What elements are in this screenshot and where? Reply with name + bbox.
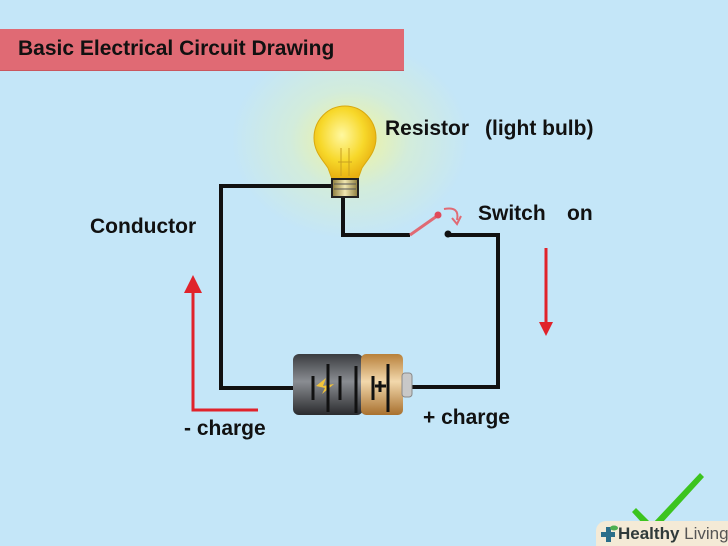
switch-label: Switch <box>478 202 546 225</box>
switch-icon <box>409 207 462 238</box>
healthy-living-logo: Healthy Living <box>596 521 728 546</box>
light-bulb-icon <box>313 105 377 198</box>
logo-bold-text: Healthy <box>618 524 680 543</box>
plus-leaf-icon <box>601 525 618 542</box>
negative-charge-label: - charge <box>184 417 266 440</box>
check-mark-icon <box>632 473 704 534</box>
switch-state-label: on <box>567 202 593 225</box>
resistor-note-label: (light bulb) <box>485 117 594 140</box>
logo-light-text: Living <box>684 524 728 543</box>
up-arrow-icon <box>184 275 258 412</box>
resistor-label: Resistor <box>385 117 470 140</box>
battery-icon <box>293 354 413 415</box>
conductor-wire <box>219 184 500 390</box>
page-title: Basic Electrical Circuit Drawing <box>18 37 335 60</box>
conductor-label: Conductor <box>90 215 197 238</box>
title-banner: Basic Electrical Circuit Drawing <box>0 29 404 71</box>
positive-charge-label: + charge <box>423 406 510 429</box>
down-arrow-icon <box>539 248 553 336</box>
